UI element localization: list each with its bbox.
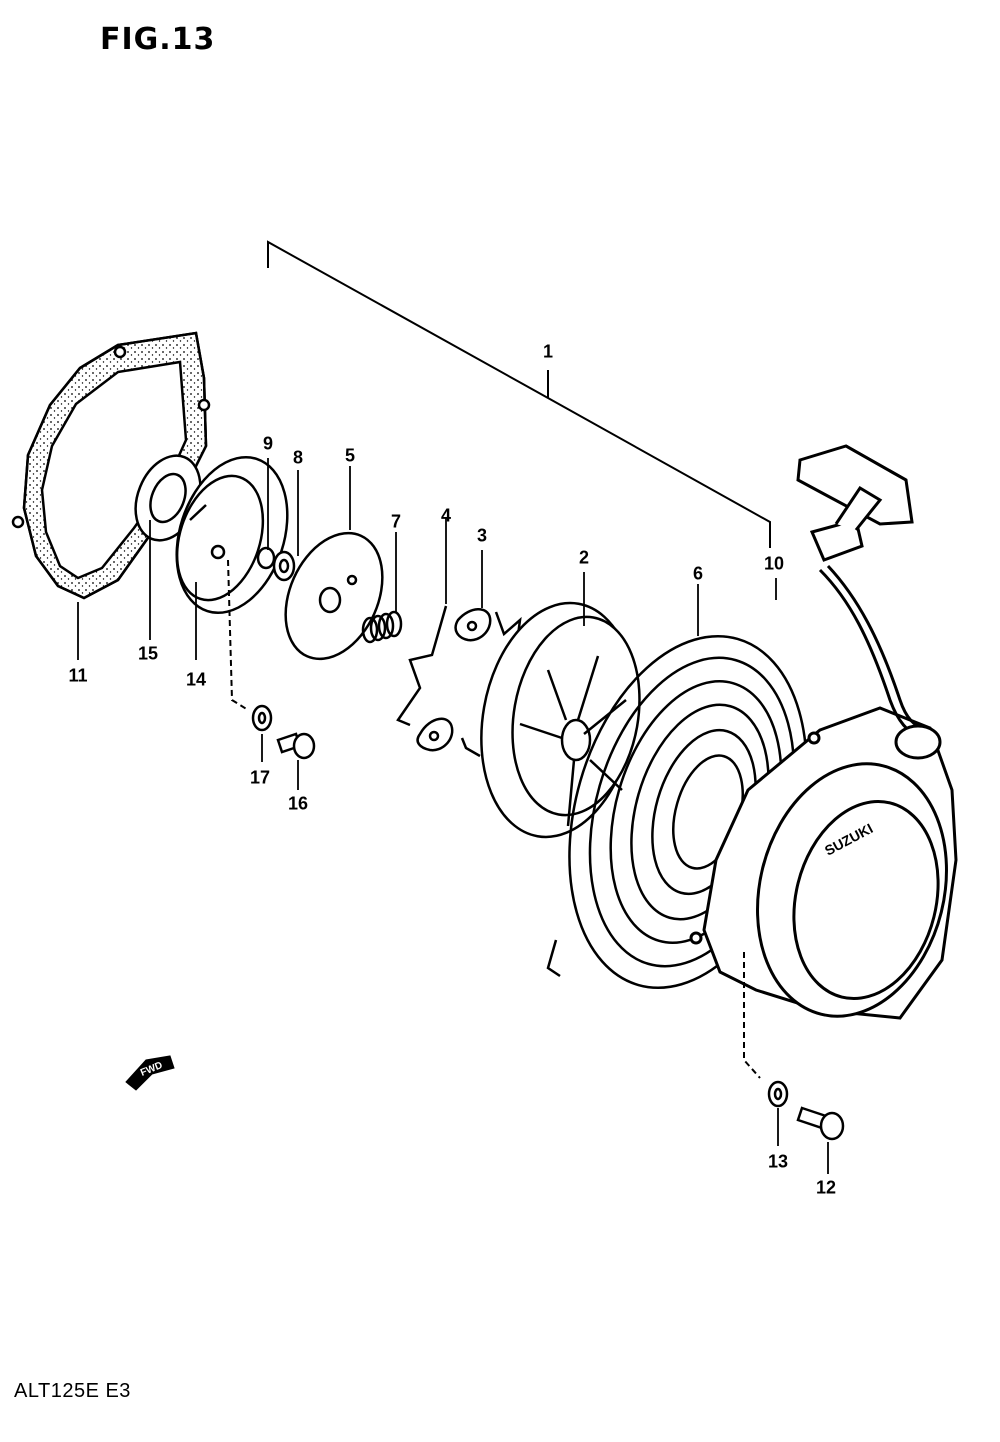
figure-title: FIG.13	[100, 22, 216, 57]
leader-lines-right	[743, 952, 761, 1079]
callout-5: 5	[344, 445, 356, 466]
callout-3: 3	[476, 525, 488, 546]
washer-8	[272, 550, 296, 582]
reel-2	[480, 601, 641, 839]
callout-9: 9	[262, 433, 274, 454]
gasket-11	[11, 331, 211, 600]
callout-7: 7	[390, 511, 402, 532]
callout-11: 11	[68, 665, 88, 686]
starter-case	[689, 706, 958, 1020]
pawl-3	[416, 608, 492, 752]
washer-17	[251, 704, 273, 732]
callout-16: 16	[287, 793, 309, 814]
leader-lines-left	[227, 559, 249, 711]
friction-plate-14	[175, 455, 289, 615]
fwd-direction-arrow: FWD	[125, 1055, 175, 1091]
starter-handle-10	[796, 444, 942, 760]
assembly-bracket	[267, 240, 771, 548]
callout-10: 10	[763, 553, 785, 574]
washer-9	[256, 546, 276, 570]
callout-6: 6	[692, 563, 704, 584]
callout-17: 17	[249, 767, 271, 788]
spring-7	[361, 610, 403, 644]
model-code: ALT125E E3	[14, 1380, 131, 1402]
bolt-16	[276, 732, 316, 760]
callout-12: 12	[815, 1177, 837, 1198]
drive-plate-5	[284, 531, 384, 661]
callout-8: 8	[292, 447, 304, 468]
callout-14: 14	[185, 669, 207, 690]
callout-15: 15	[137, 643, 159, 664]
callout-1: 1	[542, 341, 554, 362]
callout-13: 13	[767, 1151, 789, 1172]
callout-4: 4	[440, 505, 452, 526]
callout-leaders	[77, 458, 829, 1174]
washer-13	[767, 1080, 789, 1108]
callout-2: 2	[578, 547, 590, 568]
bolt-12	[796, 1106, 845, 1141]
